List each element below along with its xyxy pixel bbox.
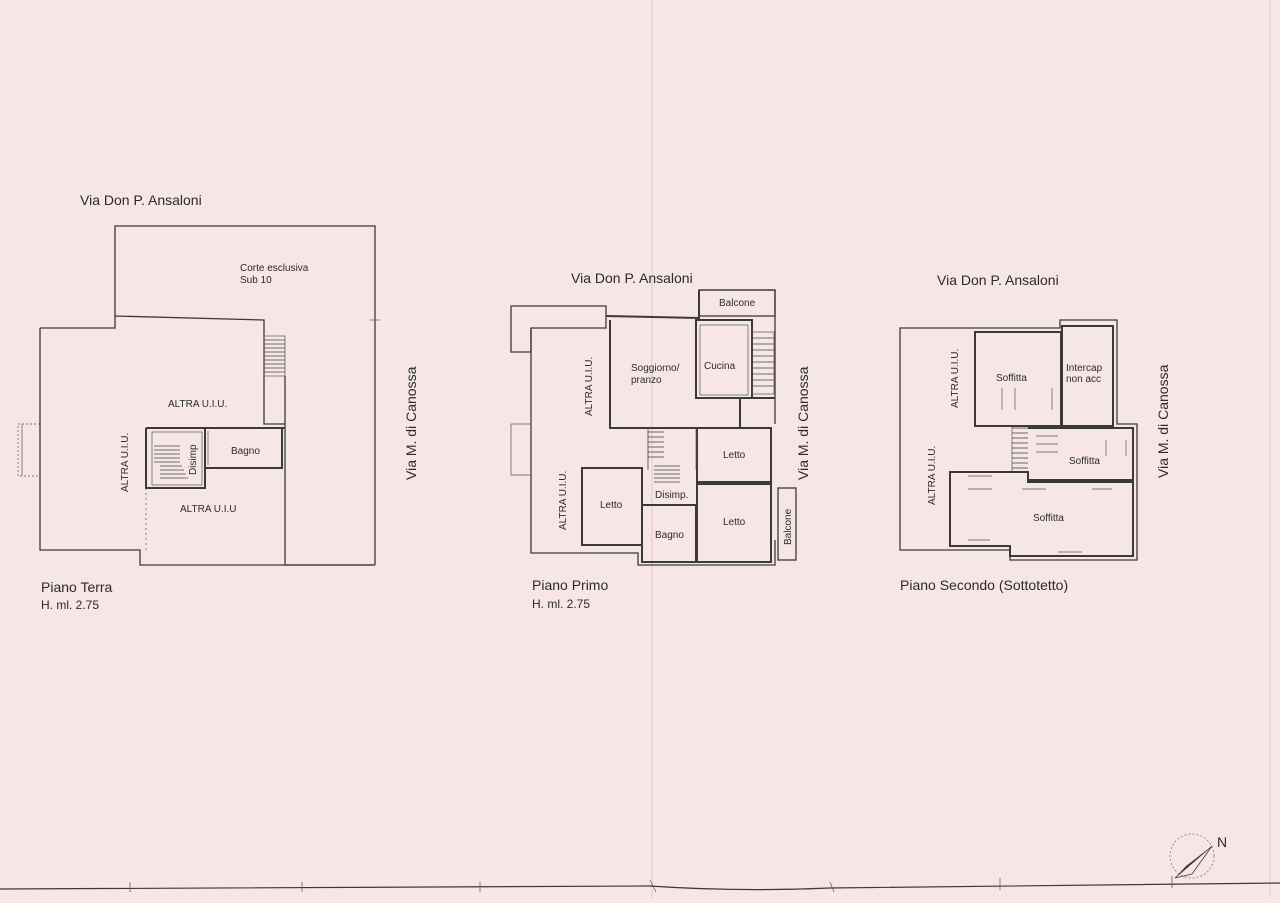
room-altra-uiu-a: ALTRA U.I.U. bbox=[584, 357, 595, 416]
plan-title: Piano Terra bbox=[41, 579, 113, 595]
street-label-side: Via M. di Canossa bbox=[403, 366, 419, 480]
room-bagno: Bagno bbox=[655, 530, 684, 541]
room-soffitta-top: Soffitta bbox=[996, 373, 1027, 384]
plan-piano-terra: Via Don P. Ansaloni Via M. di Canossa Co… bbox=[17, 192, 419, 612]
stair-ground bbox=[154, 445, 188, 479]
room-intercap-line2: non acc bbox=[1066, 374, 1101, 385]
stair-central bbox=[647, 428, 680, 483]
room-intercap-line1: Intercap bbox=[1066, 363, 1103, 374]
plan-title: Piano Primo bbox=[532, 577, 608, 593]
room-altra-uiu-b: ALTRA U.I.U. bbox=[927, 446, 938, 505]
room-altra-uiu-left: ALTRA U.I.U. bbox=[120, 433, 131, 492]
street-label-top: Via Don P. Ansaloni bbox=[937, 272, 1059, 288]
room-letto-right-bottom: Letto bbox=[723, 517, 746, 528]
plan-title: Piano Secondo (Sottotetto) bbox=[900, 577, 1068, 593]
room-letto-right-top: Letto bbox=[723, 450, 746, 461]
court-sub-label: Sub 10 bbox=[240, 275, 272, 286]
street-label-top: Via Don P. Ansaloni bbox=[571, 270, 693, 286]
room-altra-uiu-bottom: ALTRA U.I.U bbox=[180, 504, 237, 515]
room-bagno: Bagno bbox=[231, 446, 260, 457]
sheet-border bbox=[0, 876, 1280, 893]
room-soggiorno-line1: Soggiorno/ bbox=[631, 363, 680, 374]
room-disimp: Disimp bbox=[188, 444, 199, 475]
court-outline bbox=[114, 225, 376, 565]
street-label-side: Via M. di Canossa bbox=[795, 366, 811, 480]
stair-balcony bbox=[751, 331, 775, 395]
room-balcone-side: Balcone bbox=[783, 508, 794, 545]
stair-upper bbox=[263, 335, 286, 424]
room-altra-uiu-b: ALTRA U.I.U. bbox=[558, 471, 569, 530]
room-disimp: Disimp. bbox=[655, 490, 688, 501]
room-soffitta-bottom: Soffitta bbox=[1033, 513, 1064, 524]
room-soggiorno-line2: pranzo bbox=[631, 375, 662, 386]
stair-attic bbox=[1011, 426, 1028, 472]
plan-height: H. ml. 2.75 bbox=[532, 597, 590, 611]
height-annotations bbox=[968, 388, 1127, 553]
street-label-side: Via M. di Canossa bbox=[1155, 364, 1171, 478]
plan-piano-secondo: Via Don P. Ansaloni Via M. di Canossa AL… bbox=[899, 272, 1171, 593]
plan-piano-primo: Via Don P. Ansaloni Via M. di Canossa Ba… bbox=[510, 270, 811, 611]
room-letto-left: Letto bbox=[600, 500, 623, 511]
court-label: Corte esclusiva bbox=[240, 263, 309, 274]
room-altra-uiu-top: ALTRA U.I.U. bbox=[168, 399, 227, 410]
north-arrow-icon bbox=[1169, 833, 1215, 879]
room-altra-uiu-a: ALTRA U.I.U. bbox=[950, 349, 961, 408]
room-balcone-top: Balcone bbox=[719, 298, 756, 309]
compass-north-label: N bbox=[1217, 834, 1227, 850]
street-label-top: Via Don P. Ansaloni bbox=[80, 192, 202, 208]
room-soffitta-right: Soffitta bbox=[1069, 456, 1100, 467]
plan-height: H. ml. 2.75 bbox=[41, 598, 99, 612]
room-cucina: Cucina bbox=[704, 361, 736, 372]
